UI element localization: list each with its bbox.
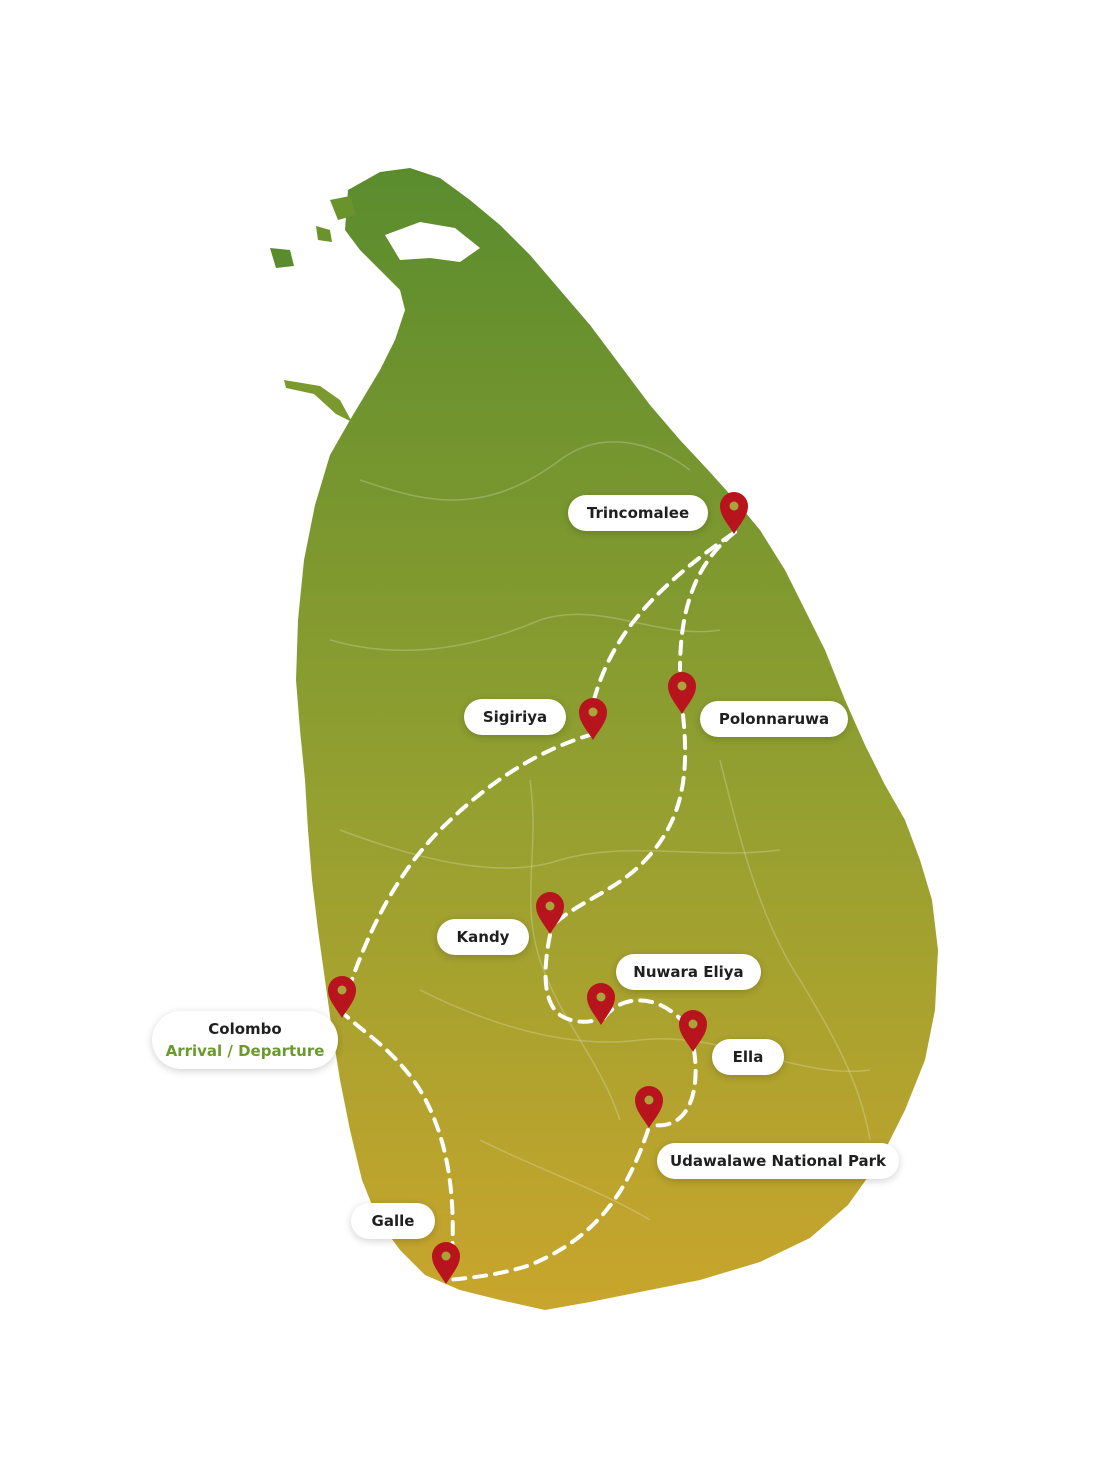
map-pin-icon	[587, 983, 615, 1025]
map-pin-icon	[328, 976, 356, 1018]
pin-dot	[545, 901, 555, 911]
label-polonnaruwa[interactable]: Polonnaruwa	[700, 701, 848, 737]
route-polonnaruwa-kandy	[551, 713, 688, 927]
label-ella[interactable]: Ella	[712, 1039, 784, 1075]
pin-dot	[677, 681, 687, 691]
route-kandy-nuwara	[543, 933, 602, 1024]
pin-dot	[596, 992, 606, 1002]
map-pin-icon	[679, 1010, 707, 1052]
pin-udawalawe[interactable]	[635, 1086, 663, 1128]
peninsula	[284, 380, 352, 422]
jaffna-lagoon	[385, 222, 480, 262]
pin-dot	[441, 1251, 451, 1261]
pin-dot	[688, 1019, 698, 1029]
pin-ella[interactable]	[679, 1010, 707, 1052]
pin-polonnaruwa[interactable]	[668, 672, 696, 714]
route	[340, 530, 737, 1282]
islet	[316, 226, 332, 242]
district-boundaries	[329, 441, 871, 1221]
route-galle-colombo	[340, 1010, 455, 1257]
map-pin-icon	[432, 1242, 460, 1284]
route-trincomalee-polonnaruwa	[678, 530, 737, 672]
pin-dot	[588, 707, 598, 717]
route-sigiriya-trincomalee	[592, 530, 737, 702]
islet	[330, 196, 356, 220]
route-ella-udawalawe	[650, 1048, 698, 1128]
route-udawalawe-galle	[445, 1128, 650, 1282]
pin-colombo[interactable]	[328, 976, 356, 1018]
route-colombo-sigiriya	[340, 733, 592, 1012]
map-pin-icon	[579, 698, 607, 740]
pin-galle[interactable]	[432, 1242, 460, 1284]
map-pins	[328, 492, 748, 1284]
colombo-note: Arrival / Departure	[165, 1042, 325, 1060]
map-pin-icon	[536, 892, 564, 934]
map-pin-icon	[668, 672, 696, 714]
pin-sigiriya[interactable]	[579, 698, 607, 740]
label-sigiriya[interactable]: Sigiriya	[464, 699, 566, 735]
label-trincomalee[interactable]: Trincomalee	[568, 495, 708, 531]
map-pin-icon	[720, 492, 748, 534]
label-kandy[interactable]: Kandy	[437, 919, 529, 955]
pin-dot	[644, 1095, 654, 1105]
pin-dot	[729, 501, 739, 511]
label-galle[interactable]: Galle	[351, 1203, 435, 1239]
island-shape	[296, 168, 938, 1310]
pin-kandy[interactable]	[536, 892, 564, 934]
label-colombo[interactable]: Colombo Arrival / Departure	[152, 1011, 338, 1069]
map-pin-icon	[635, 1086, 663, 1128]
colombo-name: Colombo	[208, 1020, 282, 1038]
label-nuwara-eliya[interactable]: Nuwara Eliya	[616, 954, 761, 990]
pin-dot	[337, 985, 347, 995]
islet	[270, 248, 294, 268]
pin-trincomalee[interactable]	[720, 492, 748, 534]
label-udawalawe[interactable]: Udawalawe National Park	[657, 1143, 899, 1179]
pin-nuwara-eliya[interactable]	[587, 983, 615, 1025]
